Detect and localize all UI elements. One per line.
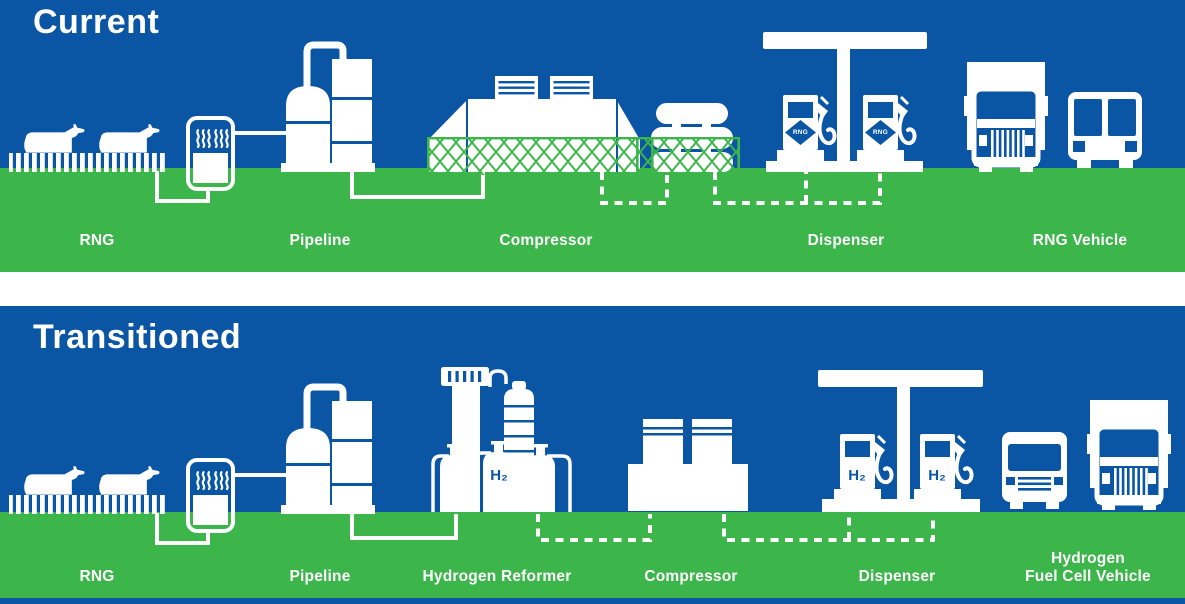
label-transitioned-pipeline: Pipeline	[289, 568, 351, 585]
h2-pump-badge: H₂	[848, 467, 866, 484]
label-transitioned-compressor: Compressor	[644, 568, 738, 585]
reformer-h2-tank-label: H₂	[490, 467, 508, 484]
label-current-compressor: Compressor	[499, 232, 593, 249]
label-transitioned-reformer: Hydrogen Reformer	[422, 568, 572, 585]
current-panel-title: Current	[33, 3, 160, 41]
label-current-rng: RNG	[79, 232, 115, 249]
current-ground	[0, 168, 1185, 272]
label-current-dispenser: Dispenser	[807, 232, 885, 249]
label-current-pipeline: Pipeline	[289, 232, 351, 249]
label-transitioned-vehicle-line2: Fuel Cell Vehicle	[1025, 568, 1151, 585]
h2-pump-badge: H₂	[928, 467, 946, 484]
label-transitioned-rng: RNG	[79, 568, 115, 585]
label-transitioned-vehicle-line1: Hydrogen	[1051, 550, 1125, 567]
transitioned-panel-title: Transitioned	[33, 318, 242, 356]
label-transitioned-dispenser: Dispenser	[858, 568, 936, 585]
label-current-vehicle: RNG Vehicle	[1032, 232, 1128, 249]
label-transitioned-vehicle: Hydrogen Fuel Cell Vehicle	[978, 550, 1185, 586]
